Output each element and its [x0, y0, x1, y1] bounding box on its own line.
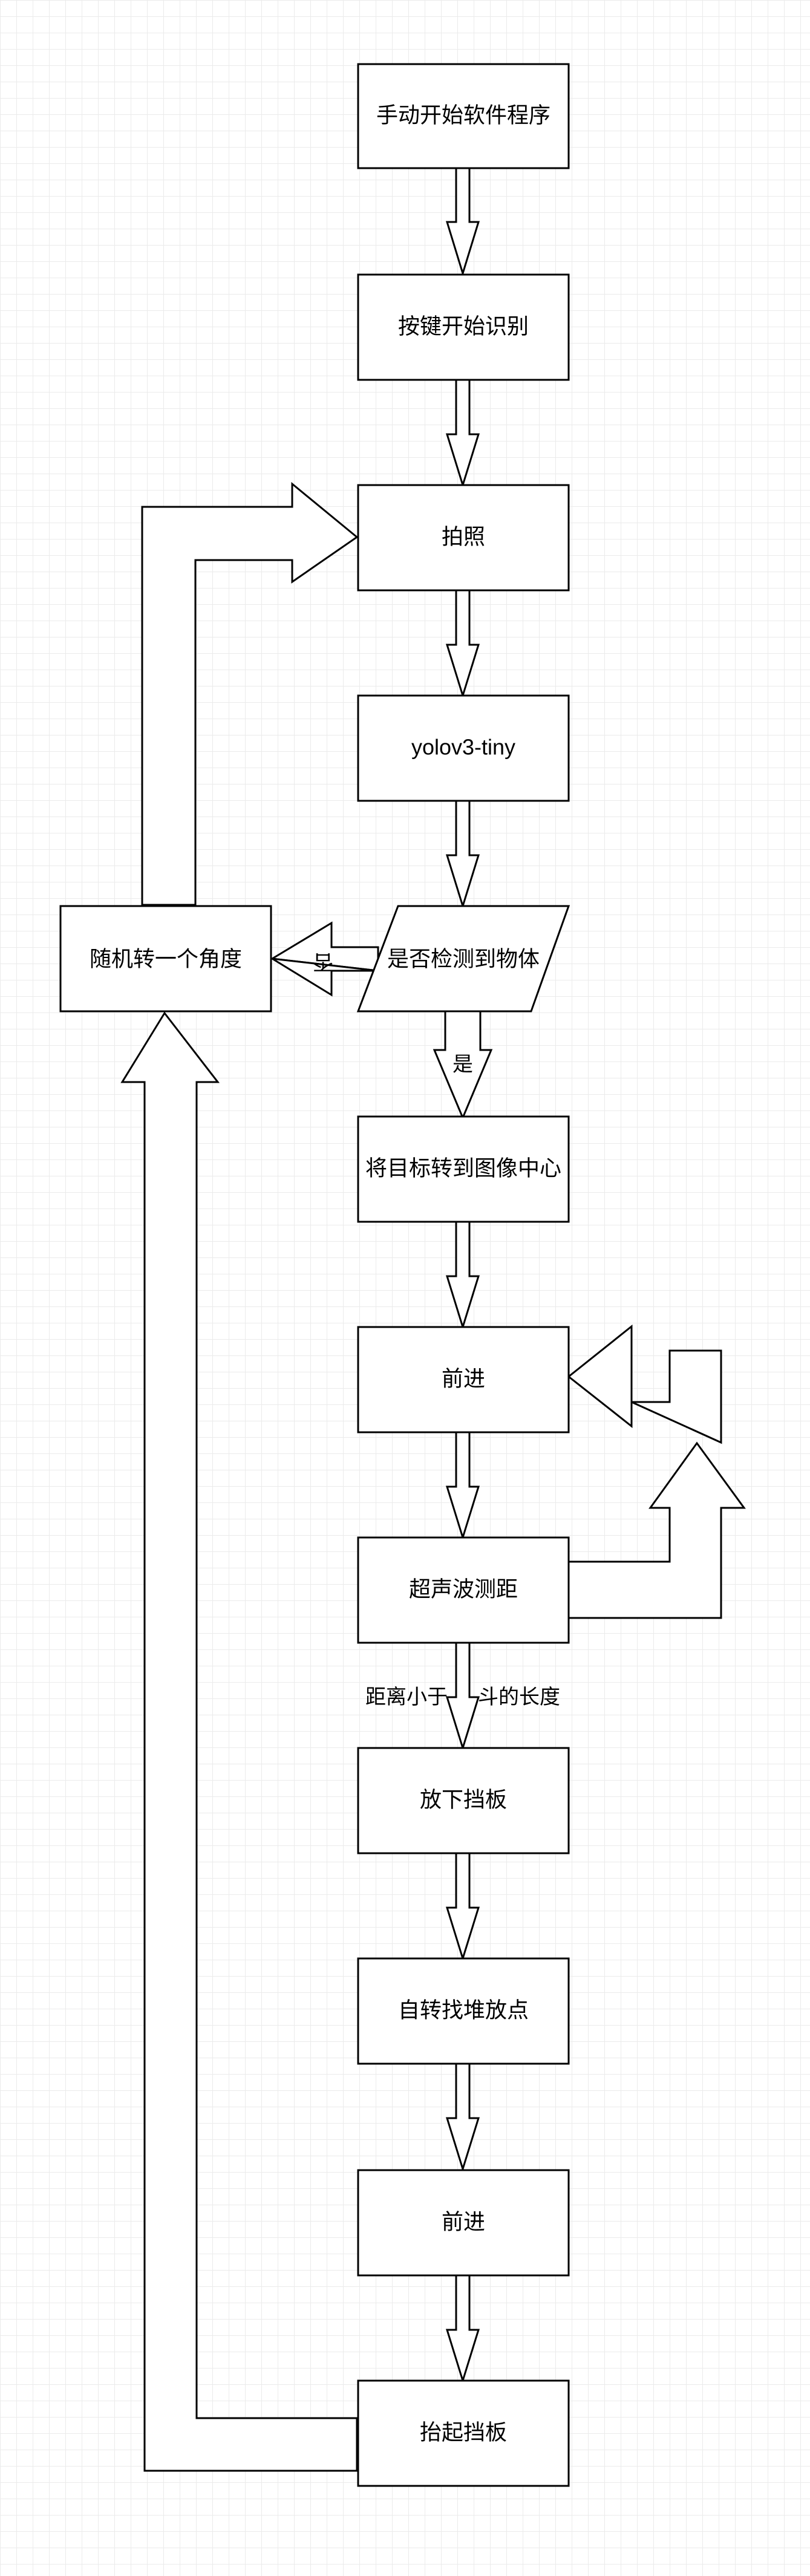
- node-forward-2: 前进: [357, 2169, 570, 2277]
- flow-arrow-center-to-forward: [445, 1221, 480, 1331]
- flow-arrow-stack-to-forward: [445, 2062, 480, 2173]
- flow-arrow-forward-to-ultrasonic: [445, 1431, 480, 1541]
- node-start: 手动开始软件程序: [357, 63, 570, 169]
- node-forward-1: 前进: [357, 1326, 570, 1433]
- node-random-turn: 随机转一个角度: [59, 905, 272, 1012]
- node-detected-label: 是否检测到物体: [387, 947, 540, 971]
- node-center: 将目标转到图像中心: [357, 1115, 570, 1223]
- edge-label-no: 否: [313, 950, 333, 973]
- node-photo: 拍照: [357, 484, 570, 592]
- node-raise-baffle: 抬起挡板: [357, 2379, 570, 2487]
- flow-arrow-forward-to-raise: [445, 2274, 480, 2384]
- flow-arrow-ultrasonic-to-baffle: [445, 1642, 480, 1752]
- node-lower-baffle-label: 放下挡板: [420, 1787, 507, 1812]
- edge-label-yes: 是: [452, 1053, 473, 1076]
- node-center-label: 将目标转到图像中心: [365, 1156, 561, 1181]
- flow-arrow-start-to-key: [445, 163, 480, 277]
- node-forward-1-label: 前进: [442, 1366, 485, 1391]
- flow-arrow-baffle-to-stack: [445, 1852, 480, 1962]
- node-raise-baffle-label: 抬起挡板: [420, 2420, 507, 2445]
- node-photo-label: 拍照: [442, 524, 485, 549]
- flow-arrow-key-to-photo: [445, 379, 480, 489]
- node-key-start: 按键开始识别: [357, 273, 570, 381]
- node-find-stack-label: 自转找堆放点: [398, 1998, 529, 2023]
- flow-arrow-photo-to-model: [445, 589, 480, 699]
- edge-label-distance-left: 距离小于: [365, 1686, 448, 1709]
- flow-arrow-detect-yes: [433, 1010, 493, 1120]
- node-ultrasonic: 超声波测距: [357, 1536, 570, 1644]
- loop-arrow-raise-to-turn: [120, 1011, 358, 2472]
- edge-label-distance-right: 斗的长度: [478, 1686, 560, 1709]
- node-model-label: yolov3-tiny: [411, 735, 515, 760]
- flow-arrow-model-to-detect: [445, 800, 480, 910]
- node-start-label: 手动开始软件程序: [376, 103, 550, 128]
- node-lower-baffle: 放下挡板: [357, 1747, 570, 1854]
- loop-arrow-ultrasonic-to-forward: [567, 1324, 746, 1619]
- loop-arrow-turn-to-photo: [141, 481, 359, 906]
- node-key-start-label: 按键开始识别: [398, 314, 529, 339]
- node-random-turn-label: 随机转一个角度: [90, 947, 242, 971]
- node-model: yolov3-tiny: [357, 694, 570, 802]
- node-detected-decision: 是否检测到物体: [356, 905, 570, 1012]
- node-find-stack: 自转找堆放点: [357, 1957, 570, 2065]
- node-forward-2-label: 前进: [442, 2209, 485, 2234]
- node-ultrasonic-label: 超声波测距: [409, 1577, 518, 1602]
